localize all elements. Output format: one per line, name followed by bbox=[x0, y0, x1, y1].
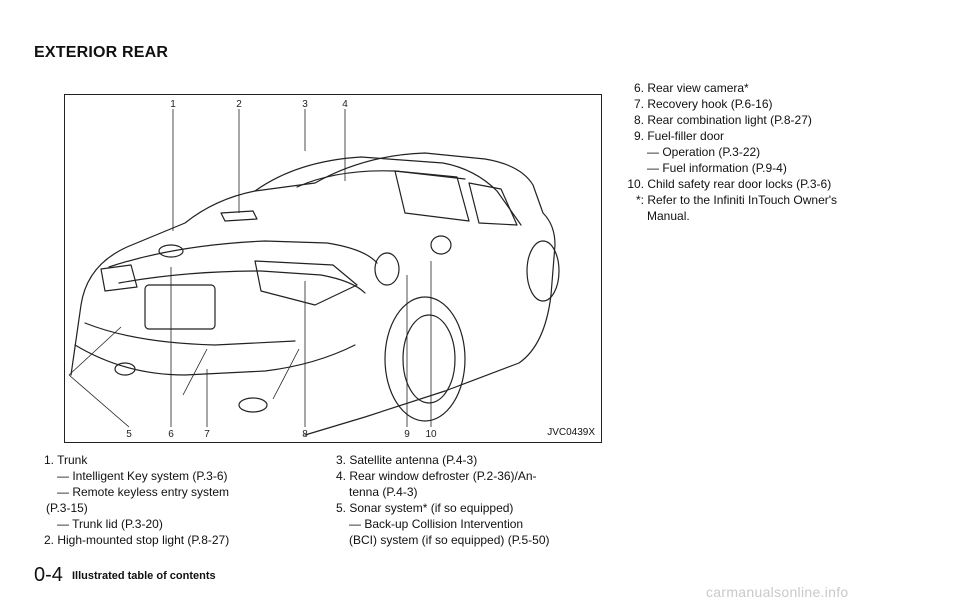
list-subitem-continuation: (P.3-15) bbox=[46, 501, 88, 515]
item-text: Rear view camera* bbox=[647, 81, 749, 95]
list-item: 5. Sonar system* (if so equipped) bbox=[328, 500, 610, 516]
item-number: 8. bbox=[633, 113, 644, 127]
item-number: 7. bbox=[633, 97, 644, 111]
item-text: Satellite antenna (P.4-3) bbox=[349, 453, 478, 467]
footer-title: Illustrated table of contents bbox=[72, 570, 216, 582]
list-subitem: — Remote keyless entry system bbox=[57, 485, 230, 499]
item-text: Child safety rear door locks (P.3-6) bbox=[647, 177, 832, 191]
item-number: 6. bbox=[633, 81, 644, 95]
callout-6: 6 bbox=[168, 429, 174, 440]
item-number: 3. bbox=[335, 453, 346, 467]
item-number: 5. bbox=[335, 501, 346, 515]
callout-7: 7 bbox=[204, 429, 210, 440]
list-subitem: — Trunk lid (P.3-20) bbox=[57, 517, 163, 531]
list-item: 7. Recovery hook (P.6-16) bbox=[626, 96, 926, 112]
list-item: 9. Fuel-filler door bbox=[626, 128, 926, 144]
list-subitem: — Operation (P.3-22) bbox=[647, 145, 761, 159]
list-item-continuation: tenna (P.4-3) bbox=[349, 485, 418, 499]
list-subitem: — Back-up Collision Intervention bbox=[349, 517, 524, 531]
figure-code: JVC0439X bbox=[547, 427, 595, 438]
callout-4: 4 bbox=[342, 99, 348, 110]
footnote-marker: *: bbox=[635, 193, 644, 207]
footnote-continuation: Manual. bbox=[647, 209, 690, 223]
item-text: Rear combination light (P.8-27) bbox=[647, 113, 812, 127]
item-text: Sonar system* (if so equipped) bbox=[349, 501, 514, 515]
callout-10: 10 bbox=[425, 429, 437, 440]
item-number: 2. bbox=[43, 533, 54, 547]
list-subitem-continuation: (BCI) system (if so equipped) (P.5-50) bbox=[349, 533, 550, 547]
section-heading: EXTERIOR REAR bbox=[34, 44, 169, 61]
item-number: 9. bbox=[633, 129, 644, 143]
list-column-1: 1. Trunk — Intelligent Key system (P.3-6… bbox=[36, 452, 306, 548]
car-rear-drawing: 1 2 3 4 5 6 7 8 9 10 bbox=[68, 99, 560, 440]
item-text: Recovery hook (P.6-16) bbox=[647, 97, 773, 111]
page-number: 0-4 bbox=[34, 564, 63, 586]
footnote: *: Refer to the Infiniti InTouch Owner's bbox=[626, 192, 926, 208]
callout-2: 2 bbox=[236, 99, 242, 110]
list-item: 4. Rear window defroster (P.2-36)/An- bbox=[328, 468, 610, 484]
watermark: carmanualsonline.info bbox=[706, 584, 849, 600]
exterior-rear-illustration: 1 2 3 4 5 6 7 8 9 10 JVC0439X bbox=[64, 94, 602, 443]
callout-8: 8 bbox=[302, 429, 308, 440]
list-item: 10. Child safety rear door locks (P.3-6) bbox=[626, 176, 926, 192]
item-text: Rear window defroster (P.2-36)/An- bbox=[349, 469, 537, 483]
list-subitem: — Fuel information (P.9-4) bbox=[647, 161, 787, 175]
item-text: Trunk bbox=[57, 453, 88, 467]
item-number: 10. bbox=[627, 177, 644, 191]
callout-3: 3 bbox=[302, 99, 308, 110]
list-subitem: — Intelligent Key system (P.3-6) bbox=[57, 469, 228, 483]
list-item: 6. Rear view camera* bbox=[626, 80, 926, 96]
callout-1: 1 bbox=[170, 99, 176, 110]
list-column-2: 3. Satellite antenna (P.4-3) 4. Rear win… bbox=[328, 452, 610, 548]
list-item: 2. High-mounted stop light (P.8-27) bbox=[36, 532, 306, 548]
item-text: High-mounted stop light (P.8-27) bbox=[57, 533, 230, 547]
item-number: 1. bbox=[43, 453, 54, 467]
footnote-text: Refer to the Infiniti InTouch Owner's bbox=[647, 193, 838, 207]
item-number: 4. bbox=[335, 469, 346, 483]
callout-9: 9 bbox=[404, 429, 410, 440]
item-text: Fuel-filler door bbox=[647, 129, 725, 143]
list-item: 8. Rear combination light (P.8-27) bbox=[626, 112, 926, 128]
list-column-3: 6. Rear view camera* 7. Recovery hook (P… bbox=[626, 80, 926, 224]
callout-5: 5 bbox=[126, 429, 132, 440]
list-item: 1. Trunk bbox=[36, 452, 306, 468]
list-item: 3. Satellite antenna (P.4-3) bbox=[328, 452, 610, 468]
